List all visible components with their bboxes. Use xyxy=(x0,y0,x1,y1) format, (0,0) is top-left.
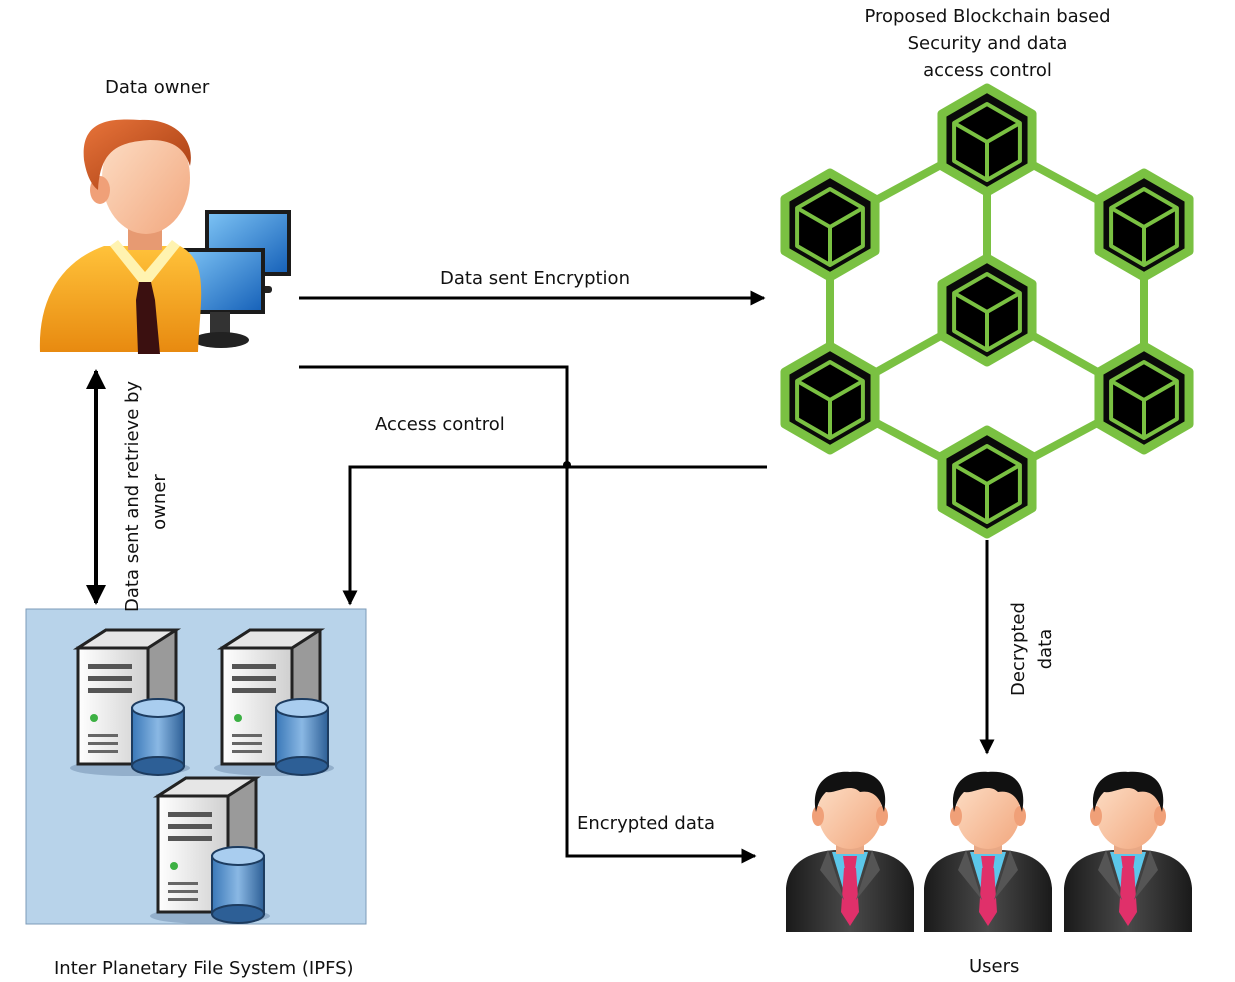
access-control-label: Access control xyxy=(375,414,505,435)
ipfs-panel xyxy=(25,608,367,925)
decrypted-data-label-line-2: data xyxy=(1035,628,1056,670)
blockchain-network-icon xyxy=(780,83,1194,539)
block-cube-icon xyxy=(937,83,1037,197)
owner-ipfs-label: Data sent and retrieve by owner xyxy=(119,380,173,612)
blockchain-title-line-3: access control xyxy=(923,60,1052,81)
business-user-icon xyxy=(786,771,914,932)
users-label: Users xyxy=(969,956,1020,977)
decrypted-data-label: Decrypted data xyxy=(1005,589,1059,709)
encrypted-data-label: Encrypted data xyxy=(577,813,715,834)
decrypted-data-label-line-1: Decrypted xyxy=(1008,602,1029,696)
owner-ipfs-label-line-1: Data sent and retrieve by xyxy=(122,380,143,612)
blockchain-title-line-2: Security and data xyxy=(907,33,1068,54)
business-user-icon xyxy=(924,771,1052,932)
blockchain-title-line-1: Proposed Blockchain based xyxy=(864,6,1111,27)
business-user-icon xyxy=(1064,771,1192,932)
access-control-route xyxy=(342,465,767,606)
block-cube-icon xyxy=(1094,168,1194,282)
block-cube-icon xyxy=(1094,341,1194,455)
ipfs-label: Inter Planetary File System (IPFS) xyxy=(54,958,354,979)
users-group xyxy=(786,771,1192,932)
connectors xyxy=(86,290,995,864)
block-cube-icon xyxy=(937,253,1037,367)
data-sent-encryption-label: Data sent Encryption xyxy=(440,268,630,289)
encrypted-data-route xyxy=(299,365,757,864)
block-cube-icon xyxy=(937,425,1037,539)
block-cube-icon xyxy=(780,341,880,455)
block-cube-icon xyxy=(780,168,880,282)
owner-ipfs-label-line-2: owner xyxy=(149,474,170,530)
database-server-icon xyxy=(70,628,190,776)
person-with-computer-icon xyxy=(39,119,291,354)
database-server-icon xyxy=(214,628,334,776)
database-server-icon xyxy=(150,776,270,924)
data-owner-label: Data owner xyxy=(105,77,210,98)
crossing-dot xyxy=(563,461,571,469)
